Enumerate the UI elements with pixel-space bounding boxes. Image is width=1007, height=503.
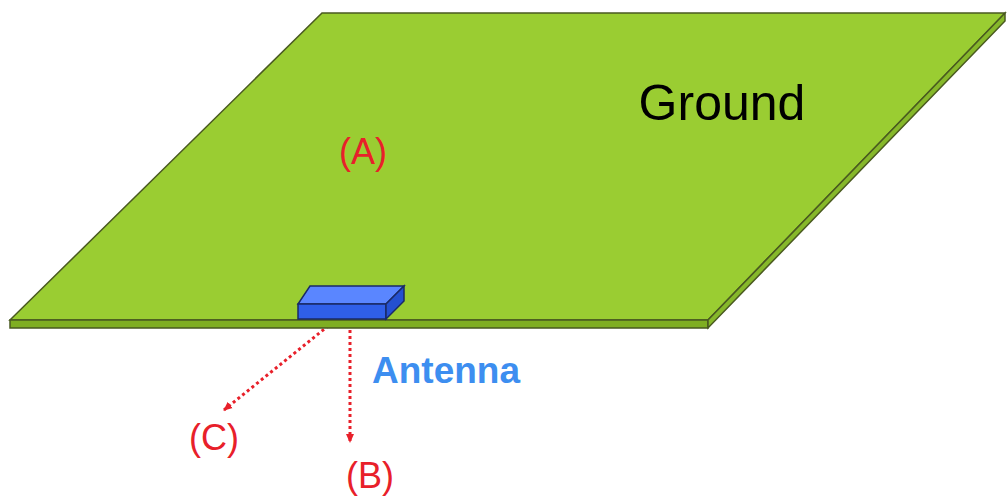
antenna-block: Antenna [296,282,408,322]
direction-arrow [224,318,338,410]
ground-plane: Ground [8,11,1007,331]
ground-label: Ground [639,78,806,128]
antenna-front [298,304,386,319]
direction-label: (A) [339,134,387,170]
antenna-shape [296,282,408,322]
ground-front [10,320,708,328]
direction-label: (C) [189,420,239,456]
antenna-label: Antenna [372,352,520,389]
direction-label: (B) [346,458,394,494]
direction-arrow [349,330,352,442]
ground-shape [8,11,1007,331]
antenna-side [386,286,404,319]
ground-side [708,13,1005,328]
